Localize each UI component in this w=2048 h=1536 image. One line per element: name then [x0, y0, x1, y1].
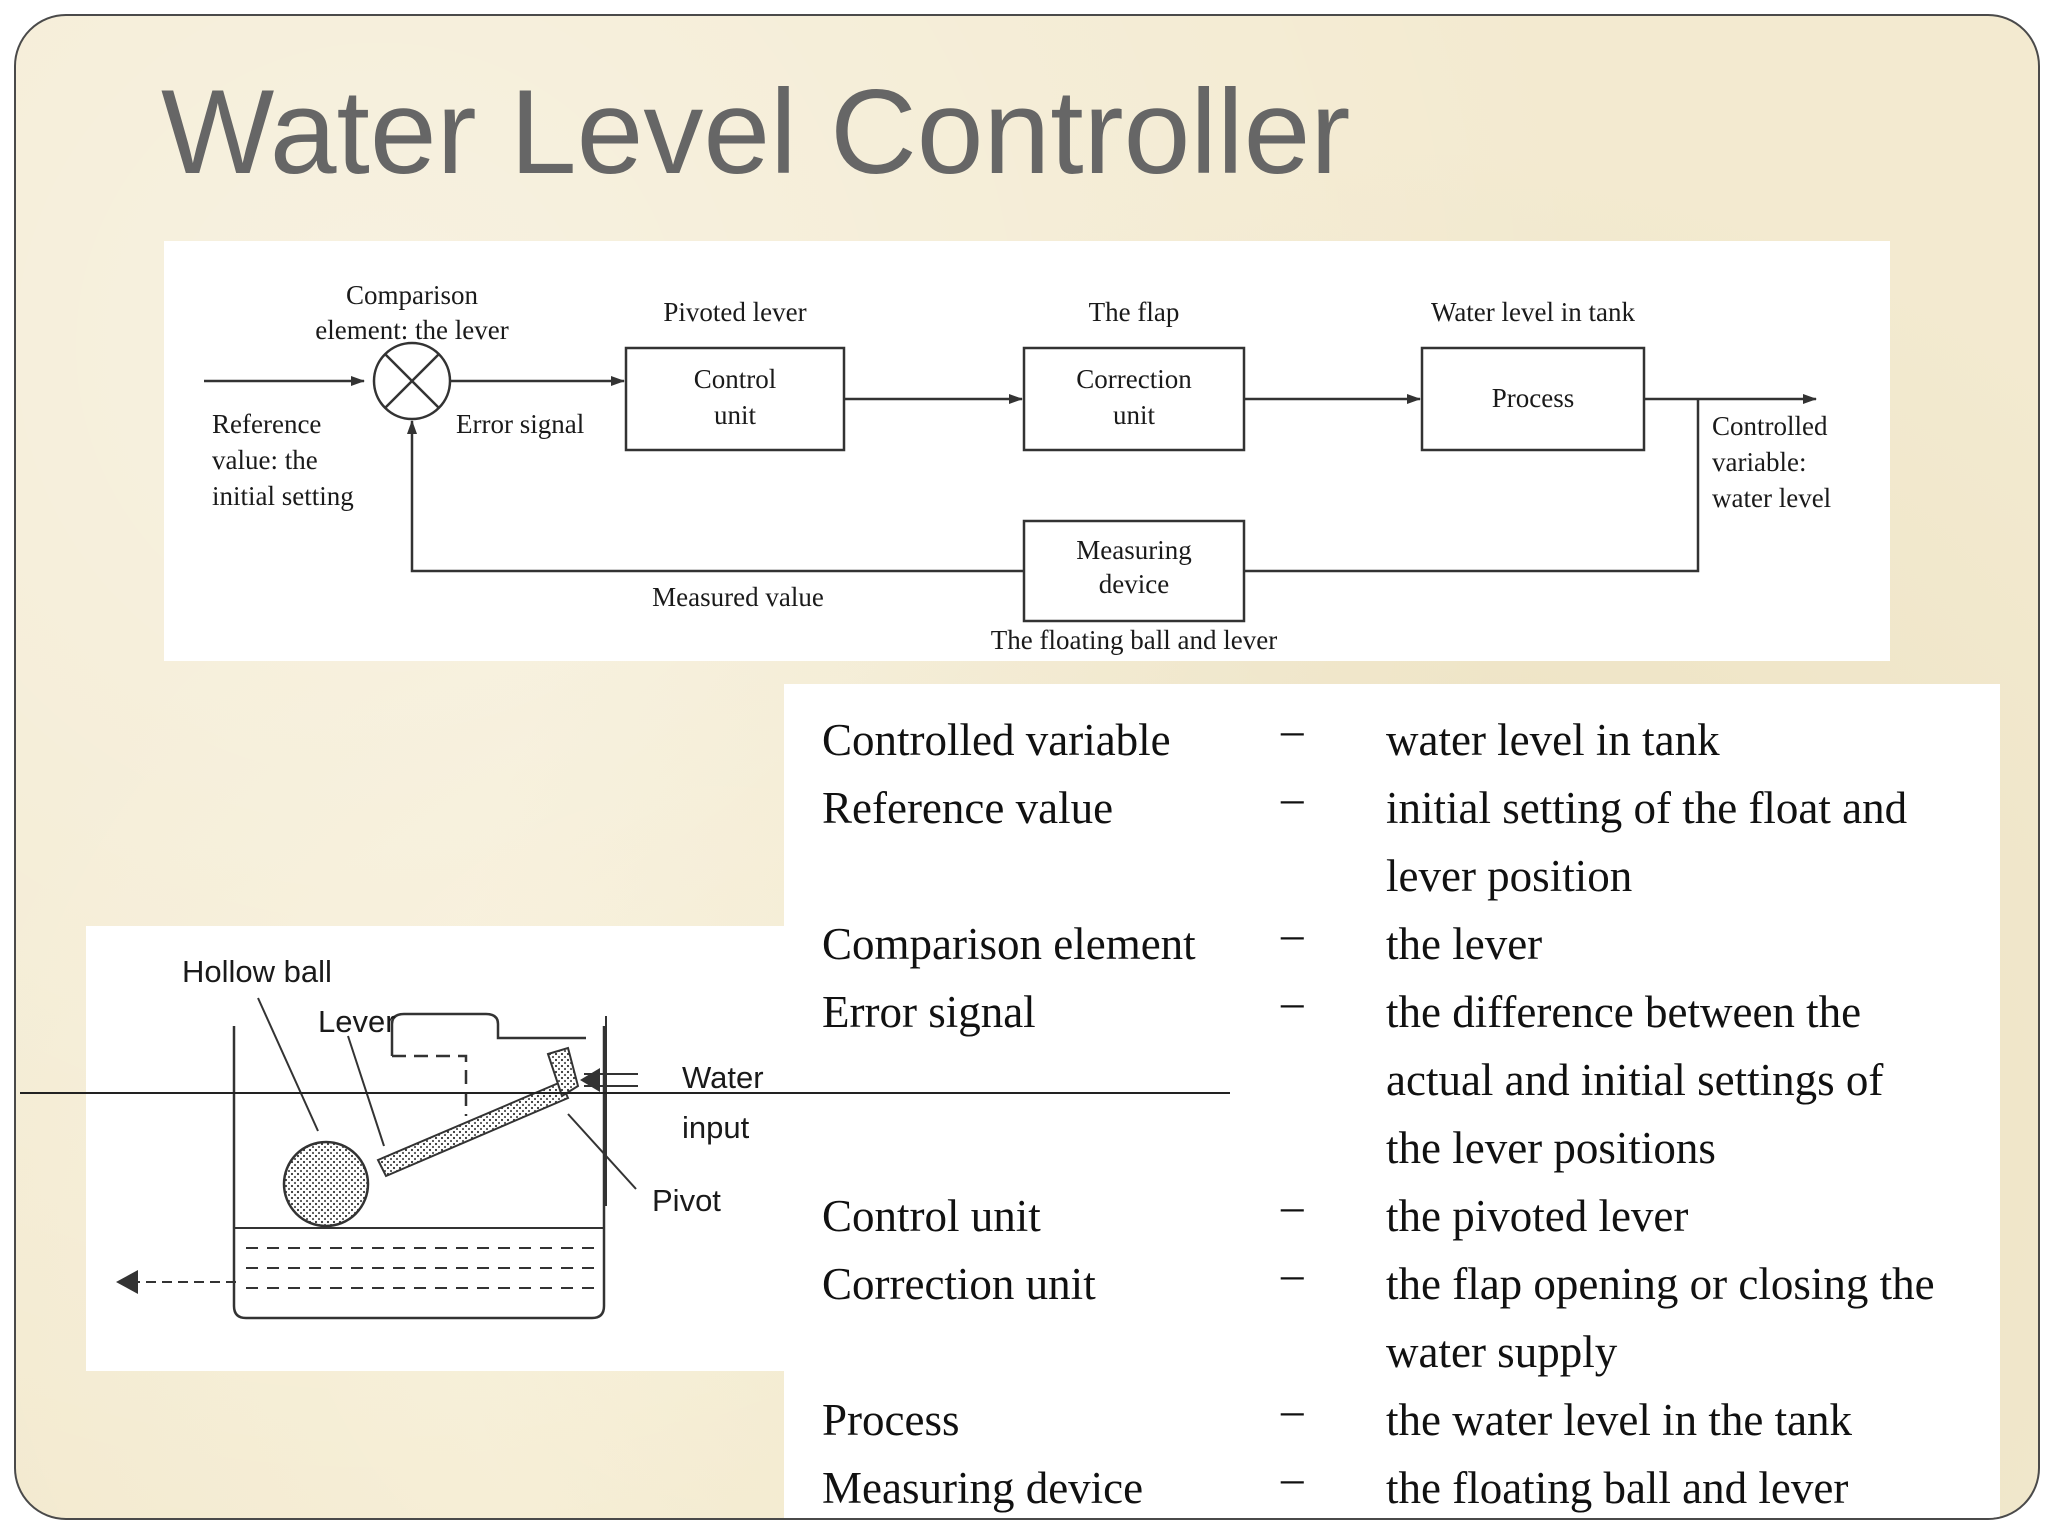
definition-term: Error signal: [822, 987, 1036, 1037]
error-signal-label: Error signal: [456, 409, 584, 439]
feedback-line-left: [407, 420, 1024, 573]
definition-row: Reference value – initial setting of the…: [784, 773, 2000, 842]
definition-dash: –: [1281, 773, 1304, 823]
definition-row: Error signal – the difference between th…: [784, 977, 2000, 1046]
slide-title: Water Level Controller: [161, 65, 1351, 199]
reference-label-line2: value: the: [212, 445, 318, 475]
correction-unit-label-line1: Correction: [1076, 364, 1192, 394]
inflow-arrow-head: [580, 1068, 600, 1092]
definition-desc: the water level in the tank: [1386, 1395, 1853, 1445]
hollow-ball-label: Hollow ball: [182, 954, 332, 989]
definition-term: Controlled variable: [822, 715, 1171, 765]
definition-row: Comparison element – the lever: [784, 909, 2000, 978]
definition-term: Reference value: [822, 783, 1114, 833]
svg-text:Comparison: Comparison: [346, 280, 478, 310]
hollow-ball: [282, 1140, 370, 1228]
measuring-device-caption: The floating ball and lever: [991, 625, 1277, 655]
feedback-line-right: [1244, 399, 1700, 573]
comparison-label-line1: Comparison: [346, 280, 478, 310]
slide: Water Level Controller: [14, 14, 2040, 1520]
measuring-device-label-line1: Measuring: [1076, 535, 1191, 565]
definition-desc: the lever: [1386, 919, 1543, 969]
definition-term: Control unit: [822, 1191, 1041, 1241]
definition-row: Correction unit – the flap opening or cl…: [784, 1249, 2000, 1318]
definition-row-continuation: the lever positions: [784, 1122, 2000, 1182]
definition-dash: –: [1281, 1181, 1304, 1231]
definition-row-continuation: water supply: [784, 1326, 2000, 1386]
definition-term: Comparison element: [822, 919, 1196, 969]
definition-desc: actual and initial settings of: [1386, 1055, 1884, 1105]
block-diagram: Comparison element: the lever Pivoted le…: [164, 241, 1890, 661]
water-input-label-line2: input: [682, 1110, 750, 1145]
definition-term: Process: [822, 1395, 960, 1445]
definition-dash: –: [1281, 1249, 1304, 1299]
lever-label: Lever: [318, 1004, 396, 1039]
water-body: [246, 1247, 596, 1289]
table-divider: [20, 1092, 1230, 1094]
definition-dash: –: [1281, 1385, 1304, 1435]
tank-sketch: Hollow ball Lever Water input Pivot: [86, 926, 816, 1371]
definition-desc: lever position: [1386, 851, 1633, 901]
control-unit-label-line2: unit: [714, 400, 757, 430]
output-label-line1: Controlled: [1712, 411, 1828, 441]
output-label-line2: variable:: [1712, 447, 1806, 477]
definition-desc: water level in tank: [1386, 715, 1720, 765]
water-input-label-line1: Water: [682, 1060, 764, 1095]
definition-dash: –: [1281, 977, 1304, 1027]
output-label-line3: water level: [1712, 483, 1831, 513]
correction-unit-label-line2: unit: [1113, 400, 1156, 430]
definition-row: Control unit – the pivoted lever: [784, 1181, 2000, 1250]
lever-arm: [376, 1080, 570, 1178]
definition-dash: –: [1281, 909, 1304, 959]
definition-desc: the floating ball and lever: [1386, 1463, 1849, 1513]
definition-row: Controlled variable – water level in tan…: [784, 705, 2000, 774]
definition-dash: –: [1281, 1453, 1304, 1503]
definition-desc: initial setting of the float and: [1386, 783, 1908, 833]
definition-term: Measuring device: [822, 1463, 1144, 1513]
definition-desc: the pivoted lever: [1386, 1191, 1689, 1241]
definition-desc: the lever positions: [1386, 1123, 1716, 1173]
correction-unit-caption: The flap: [1089, 297, 1180, 327]
definition-term: Correction unit: [822, 1259, 1096, 1309]
reference-label-line1: Reference: [212, 409, 321, 439]
measuring-device-label-line2: device: [1099, 569, 1169, 599]
control-unit-label-line1: Control: [694, 364, 777, 394]
tank-outline: [232, 1026, 606, 1320]
definition-row-continuation: actual and initial settings of: [784, 1054, 2000, 1114]
outflow-arrow-head: [116, 1270, 138, 1294]
definition-dash: –: [1281, 705, 1304, 755]
svg-text:element: the lever: element: the lever: [315, 315, 508, 345]
definition-row-continuation: lever position: [784, 850, 2000, 910]
comparison-label-line2: element: the lever: [315, 315, 508, 345]
process-caption: Water level in tank: [1431, 297, 1635, 327]
definition-row: Process – the water level in the tank: [784, 1385, 2000, 1454]
definitions-table: Controlled variable – water level in tan…: [784, 684, 2000, 1518]
control-unit-caption: Pivoted lever: [663, 297, 806, 327]
measured-value-label: Measured value: [652, 582, 824, 612]
definition-desc: the difference between the: [1386, 987, 1862, 1037]
reference-label-line3: initial setting: [212, 481, 354, 511]
process-label: Process: [1492, 383, 1575, 413]
pivot-label: Pivot: [652, 1183, 721, 1218]
definition-row: Measuring device – the floating ball and…: [784, 1453, 2000, 1518]
definition-desc: the flap opening or closing the: [1386, 1259, 1935, 1309]
definition-desc: water supply: [1386, 1327, 1618, 1377]
